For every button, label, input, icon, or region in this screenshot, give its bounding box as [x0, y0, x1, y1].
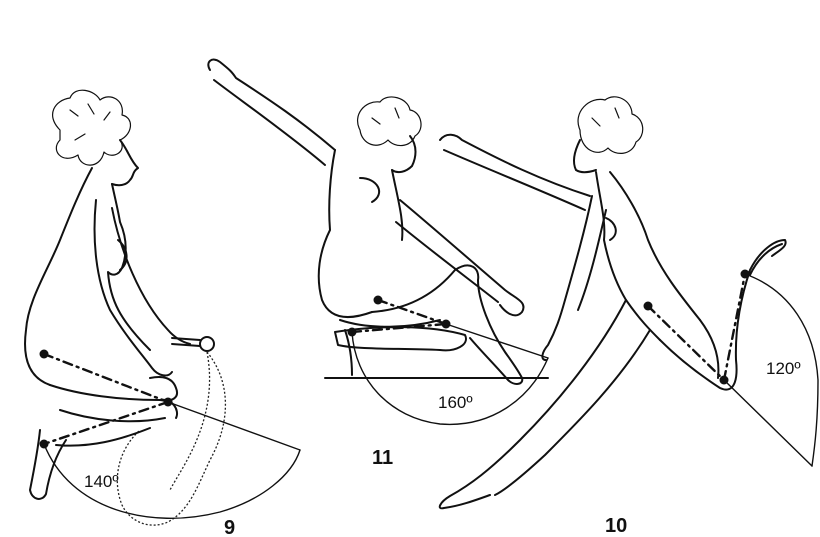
figure-11-breast — [360, 178, 379, 202]
figure-9-rope — [117, 352, 225, 525]
figure-10-raised-arm — [440, 135, 590, 210]
figure-10-shin-line — [724, 274, 745, 380]
figure-9-number: 9 — [224, 517, 235, 537]
figure-10-hair — [578, 97, 643, 154]
figure-11-raised-arm — [208, 60, 335, 165]
figure-9-angle-label: 140º — [84, 472, 119, 491]
figure-10-breast — [606, 218, 616, 240]
figure-11-reference-line — [446, 324, 548, 358]
figure-9-handle-knob — [200, 337, 214, 351]
figure-9-jump-rope-pose: 140º 9 — [25, 90, 300, 537]
figure-11-lower-arm — [396, 200, 524, 315]
figure-11-number: 11 — [372, 447, 393, 469]
figure-10-lower-arm — [542, 196, 606, 360]
figure-9-hair — [53, 90, 131, 165]
figure-9-shin-line — [44, 402, 168, 444]
figure-11-angle-label: 160º — [438, 393, 473, 412]
figure-10-reference-line — [724, 380, 812, 466]
figure-10-angle-label: 120º — [766, 359, 801, 378]
figure-9-arm — [95, 200, 190, 375]
figure-9-reference-line — [168, 402, 300, 450]
figure-11-seated-pose: 160º 11 — [208, 60, 548, 469]
figure-10-stride-pose: 120º 10 — [440, 97, 818, 537]
figure-9-angle-arc — [44, 444, 300, 518]
figure-10-face — [574, 140, 596, 172]
figure-10-torso — [596, 172, 700, 340]
figure-11-torso — [319, 150, 403, 317]
figure-10-number: 10 — [605, 515, 627, 537]
figure-9-head — [112, 140, 138, 185]
